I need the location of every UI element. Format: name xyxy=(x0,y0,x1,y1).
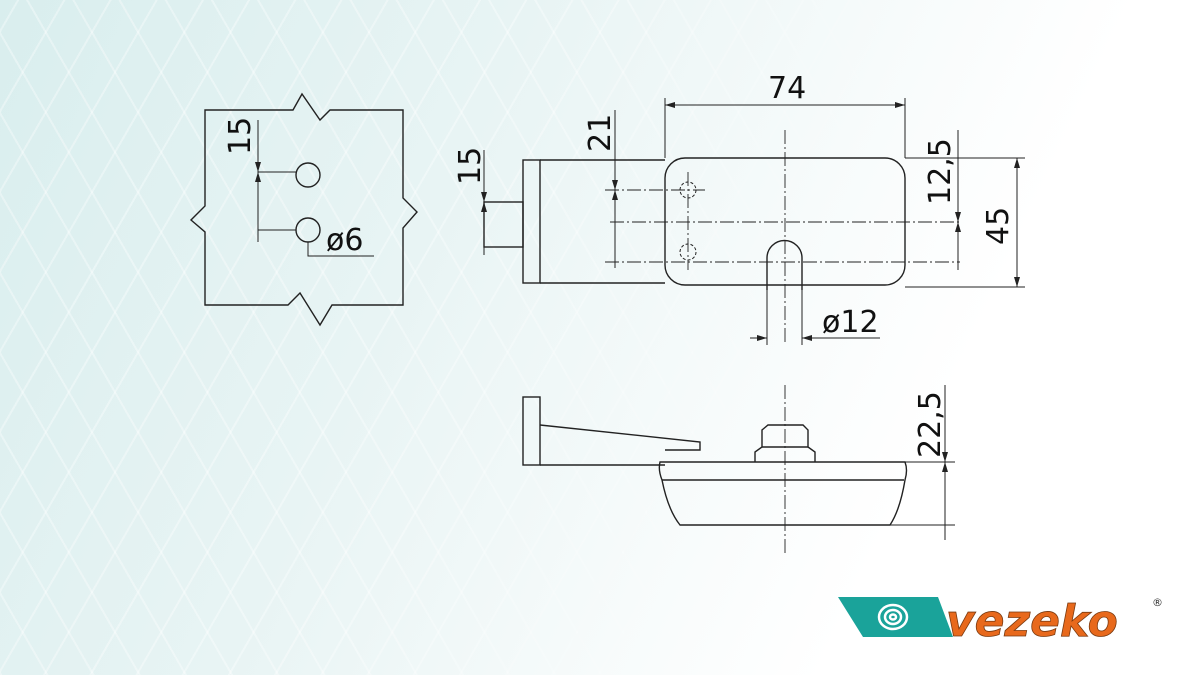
dim-hole-spacing: 15 xyxy=(223,117,258,155)
dim-center-offset: 12,5 xyxy=(923,138,958,205)
top-view: 74 21 15 12,5 45 ø12 xyxy=(453,71,1025,345)
dim-height: 22,5 xyxy=(913,391,948,458)
logo-text: vezeko xyxy=(946,596,1118,642)
dim-bracket-width: 15 xyxy=(453,147,488,185)
lamp-body-side xyxy=(658,461,908,526)
dim-width: 45 xyxy=(981,207,1016,245)
dim-length: 74 xyxy=(768,71,806,106)
vezeko-logo: vezeko ® xyxy=(838,596,1163,642)
mount-hole-top xyxy=(295,162,321,188)
mount-hole-bottom xyxy=(295,217,321,243)
side-view: 22,5 xyxy=(522,385,955,555)
dim-hole-diameter: ø6 xyxy=(326,223,363,258)
dim-slot-diameter: ø12 xyxy=(822,305,879,340)
registered-mark: ® xyxy=(1152,596,1163,609)
dim-hole-offset: 21 xyxy=(583,114,618,152)
swirl-icon xyxy=(877,603,909,631)
wall-outline xyxy=(189,92,418,327)
mounting-view: 15 ø6 xyxy=(189,92,418,327)
